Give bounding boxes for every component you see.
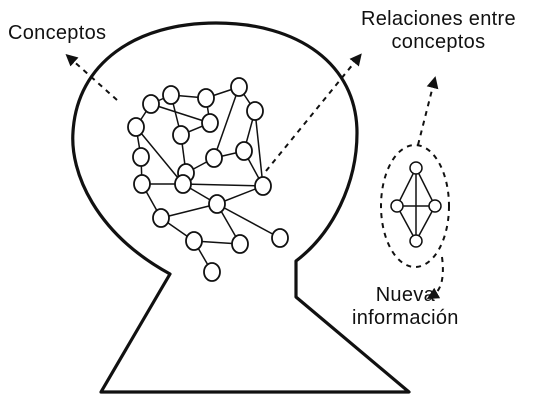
new-information-node bbox=[391, 200, 403, 212]
concept-node bbox=[186, 232, 202, 250]
concept-node bbox=[236, 142, 252, 160]
concept-node bbox=[143, 95, 159, 113]
arrow-to-concepts bbox=[70, 58, 117, 100]
concept-node bbox=[206, 149, 222, 167]
new-information-cluster-icon bbox=[381, 145, 449, 267]
relations-label-line-1: Relaciones entre bbox=[361, 8, 516, 31]
new-information-label: Nueva información bbox=[352, 284, 459, 330]
concept-node bbox=[202, 114, 218, 132]
concept-node bbox=[163, 86, 179, 104]
new-information-node bbox=[410, 235, 422, 247]
arrow-to-relations bbox=[266, 58, 358, 171]
new-information-label-line-2: información bbox=[352, 307, 459, 330]
concept-node bbox=[173, 126, 189, 144]
new-information-node bbox=[410, 162, 422, 174]
concept-node bbox=[247, 102, 263, 120]
arrow-new-info-to-relations bbox=[418, 82, 434, 145]
concept-node bbox=[198, 89, 214, 107]
concept-node bbox=[134, 175, 150, 193]
concept-node bbox=[272, 229, 288, 247]
concept-node bbox=[209, 195, 225, 213]
new-information-node bbox=[429, 200, 441, 212]
relations-label-line-2: conceptos bbox=[361, 31, 516, 54]
concept-node bbox=[231, 78, 247, 96]
concept-node bbox=[204, 263, 220, 281]
concept-node bbox=[128, 118, 144, 136]
concept-network-icon bbox=[128, 78, 288, 281]
new-information-label-line-1: Nueva bbox=[352, 284, 459, 307]
concept-node bbox=[153, 209, 169, 227]
concept-node bbox=[255, 177, 271, 195]
concept-node bbox=[232, 235, 248, 253]
relations-label: Relaciones entre conceptos bbox=[361, 8, 516, 54]
concept-node bbox=[175, 175, 191, 193]
concepts-label: Conceptos bbox=[8, 22, 106, 45]
concept-node bbox=[133, 148, 149, 166]
